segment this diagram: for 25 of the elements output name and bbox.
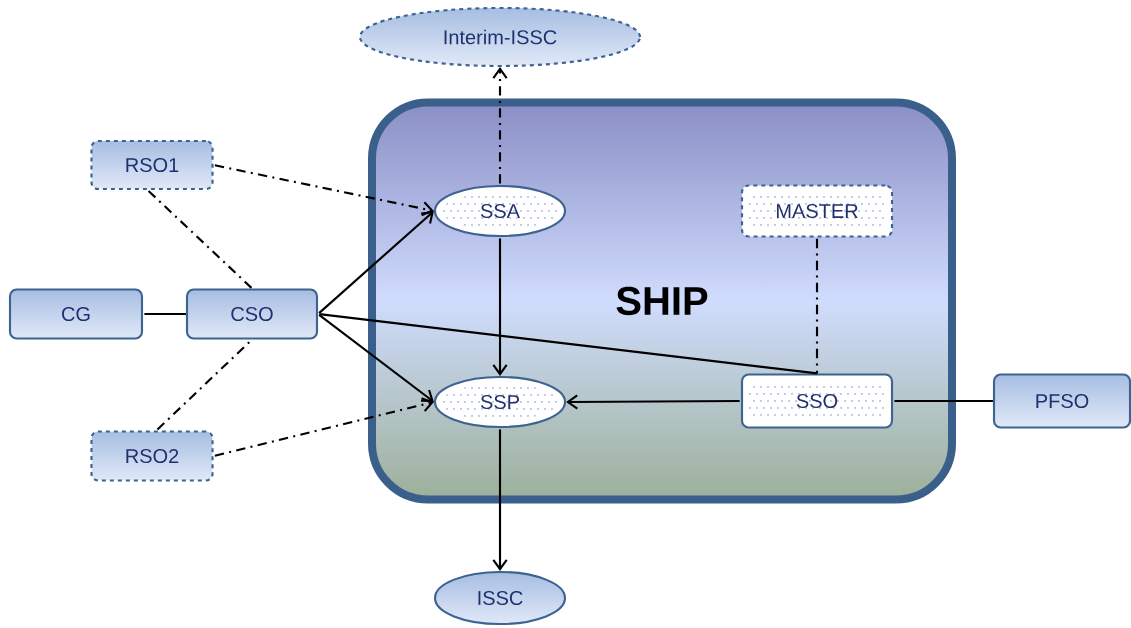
connector-line [156,338,253,431]
role-box: CG [8,288,144,340]
connector-line [319,313,818,375]
arrow [318,211,434,314]
arrow [566,394,740,410]
role-box: RSO2 [90,430,214,482]
connector-line [144,312,186,316]
connector-line [147,190,253,290]
arrow [214,397,434,457]
connector-line [815,238,819,374]
oval-node: SSP [433,375,567,429]
arrow [318,313,434,402]
arrow [492,67,508,184]
arrow [492,429,508,571]
arrow [214,164,434,217]
role-box: CSO [185,288,319,340]
oval-node: Interim-ISSC [358,6,642,68]
role-box: SSO [740,373,894,429]
arrow [492,238,508,376]
role-box: PFSO [992,373,1131,429]
role-box: MASTER [740,184,894,238]
role-box: RSO1 [90,139,214,191]
oval-node: ISSC [433,570,567,626]
connector-line [894,399,993,403]
oval-node: SSA [433,184,567,238]
